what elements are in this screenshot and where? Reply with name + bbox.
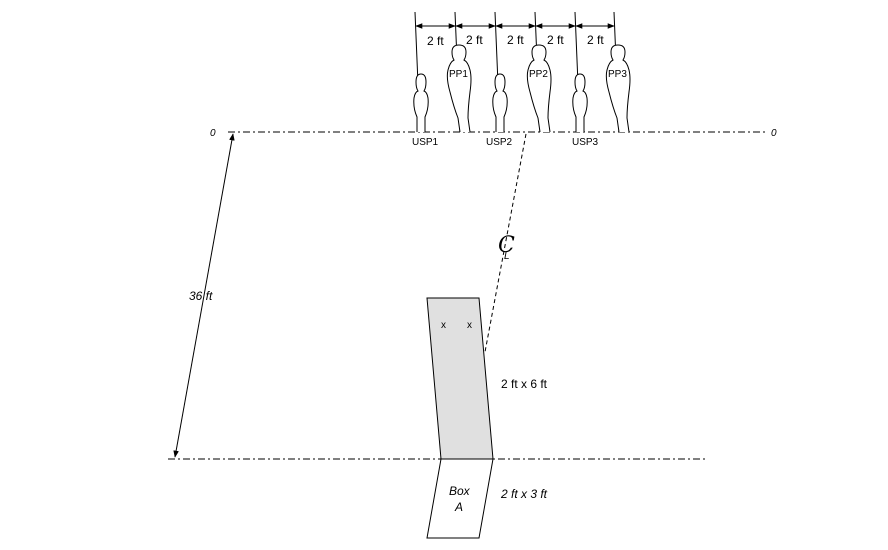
box-a-size-label: 2 ft x 3 ft [500, 487, 548, 501]
zero-label-left: 0 [210, 128, 216, 139]
centerline [484, 133, 527, 353]
spacing-label-3: 2 ft [507, 33, 524, 47]
zero-label-right: 0 [771, 128, 777, 139]
usp-target-3 [572, 73, 588, 132]
distance-arrow [173, 133, 235, 458]
usp-target-1 [413, 73, 429, 132]
box-a-label-line2: A [454, 500, 463, 514]
box-upper-size-label: 2 ft x 6 ft [501, 377, 548, 391]
spacing-label-4: 2 ft [547, 33, 564, 47]
pp-target-1: PP1 [446, 44, 472, 133]
pp-label-3: PP3 [608, 69, 627, 80]
pp-label-1: PP1 [449, 69, 468, 80]
usp-label-2: USP2 [486, 137, 513, 148]
box-a-label-line1: Box [449, 484, 471, 498]
centerline-symbol: C [498, 233, 515, 258]
distance-label: 36 ft [189, 289, 213, 303]
pp-target-3: PP3 [605, 44, 631, 133]
usp-target-2 [492, 73, 508, 132]
pp-target-2: PP2 [526, 44, 552, 133]
box-mark-2: x [467, 320, 472, 331]
usp-label-1: USP1 [412, 137, 439, 148]
spacing-label-2: 2 ft [466, 33, 483, 47]
spacing-label-1: 2 ft [427, 34, 444, 48]
usp-label-3: USP3 [572, 137, 599, 148]
shooting-box-upper [426, 297, 494, 460]
box-a [426, 458, 494, 539]
pp-label-2: PP2 [529, 69, 548, 80]
centerline-subscript: L [504, 251, 510, 262]
spacing-label-5: 2 ft [587, 33, 604, 47]
box-mark-1: x [441, 320, 446, 331]
